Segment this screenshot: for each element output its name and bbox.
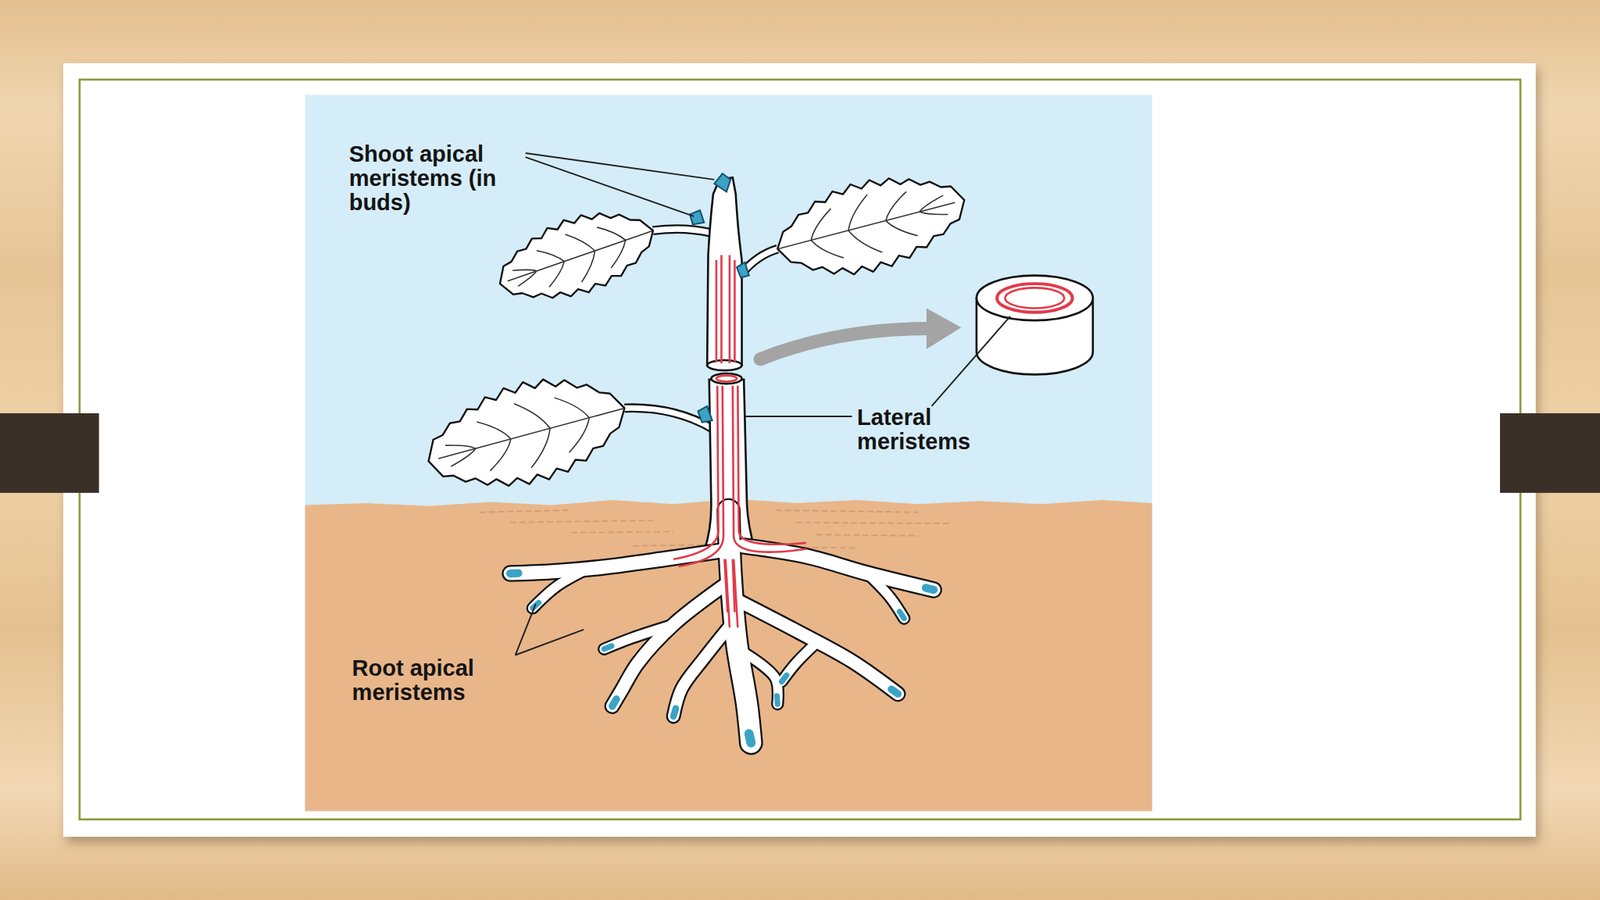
leader-line [525, 153, 715, 217]
bud [736, 262, 750, 279]
stem-cross-section [976, 275, 1093, 321]
root [603, 624, 674, 649]
stem [703, 177, 755, 551]
root [925, 587, 934, 590]
root [510, 568, 518, 578]
leader-line [515, 603, 585, 655]
root [673, 622, 733, 717]
soil [305, 499, 1153, 812]
bud [714, 173, 731, 193]
bud [697, 406, 712, 423]
stem-cross-section [996, 283, 1073, 313]
root [899, 611, 904, 619]
leaf [653, 228, 711, 233]
stem-arrow [760, 307, 961, 359]
leaf [500, 213, 654, 298]
root [891, 689, 899, 694]
root [510, 550, 720, 574]
leader-line [515, 153, 1011, 656]
root [510, 550, 720, 574]
sky-panel [305, 94, 1153, 811]
slide-card [63, 63, 1536, 837]
lateral-meristem-line [673, 255, 807, 613]
root [744, 653, 778, 704]
leaf [777, 178, 965, 275]
sky-panel [305, 94, 1153, 811]
part-label: Lateral meristems [857, 405, 1018, 454]
root [781, 675, 786, 682]
lateral-meristem-line [710, 373, 742, 384]
root [603, 646, 612, 650]
side-tab [0, 413, 100, 493]
root [740, 602, 898, 695]
root [749, 733, 752, 743]
lateral-meristem-line [716, 375, 737, 383]
root [612, 699, 617, 707]
root [532, 569, 587, 609]
root [740, 602, 898, 695]
root [781, 642, 816, 683]
soil [305, 499, 1153, 812]
root [673, 622, 733, 717]
stem [707, 360, 742, 371]
lateral-meristem-line [716, 255, 736, 364]
part-label: Shoot apical meristems (in buds) [349, 142, 531, 215]
stem-arrow [760, 328, 931, 360]
bud [689, 173, 750, 423]
stem-cross-section [1005, 287, 1065, 308]
root [781, 642, 816, 683]
leaf [653, 228, 711, 233]
stem-cross-section [976, 275, 1093, 375]
stem-arrow [926, 307, 961, 349]
slide-card [79, 79, 1521, 820]
root [774, 696, 781, 704]
leaf [438, 397, 625, 472]
slide-card [63, 63, 1536, 837]
leaf [777, 191, 955, 258]
root [867, 573, 904, 618]
bud [689, 210, 704, 225]
lateral-meristem-line [673, 385, 807, 613]
leaf [428, 379, 625, 486]
leader-line [744, 316, 1011, 417]
stem [707, 177, 742, 365]
part-label: Root apical meristems [352, 656, 534, 705]
root [673, 708, 676, 717]
side-tab [1500, 413, 1600, 493]
leaf [507, 227, 654, 288]
